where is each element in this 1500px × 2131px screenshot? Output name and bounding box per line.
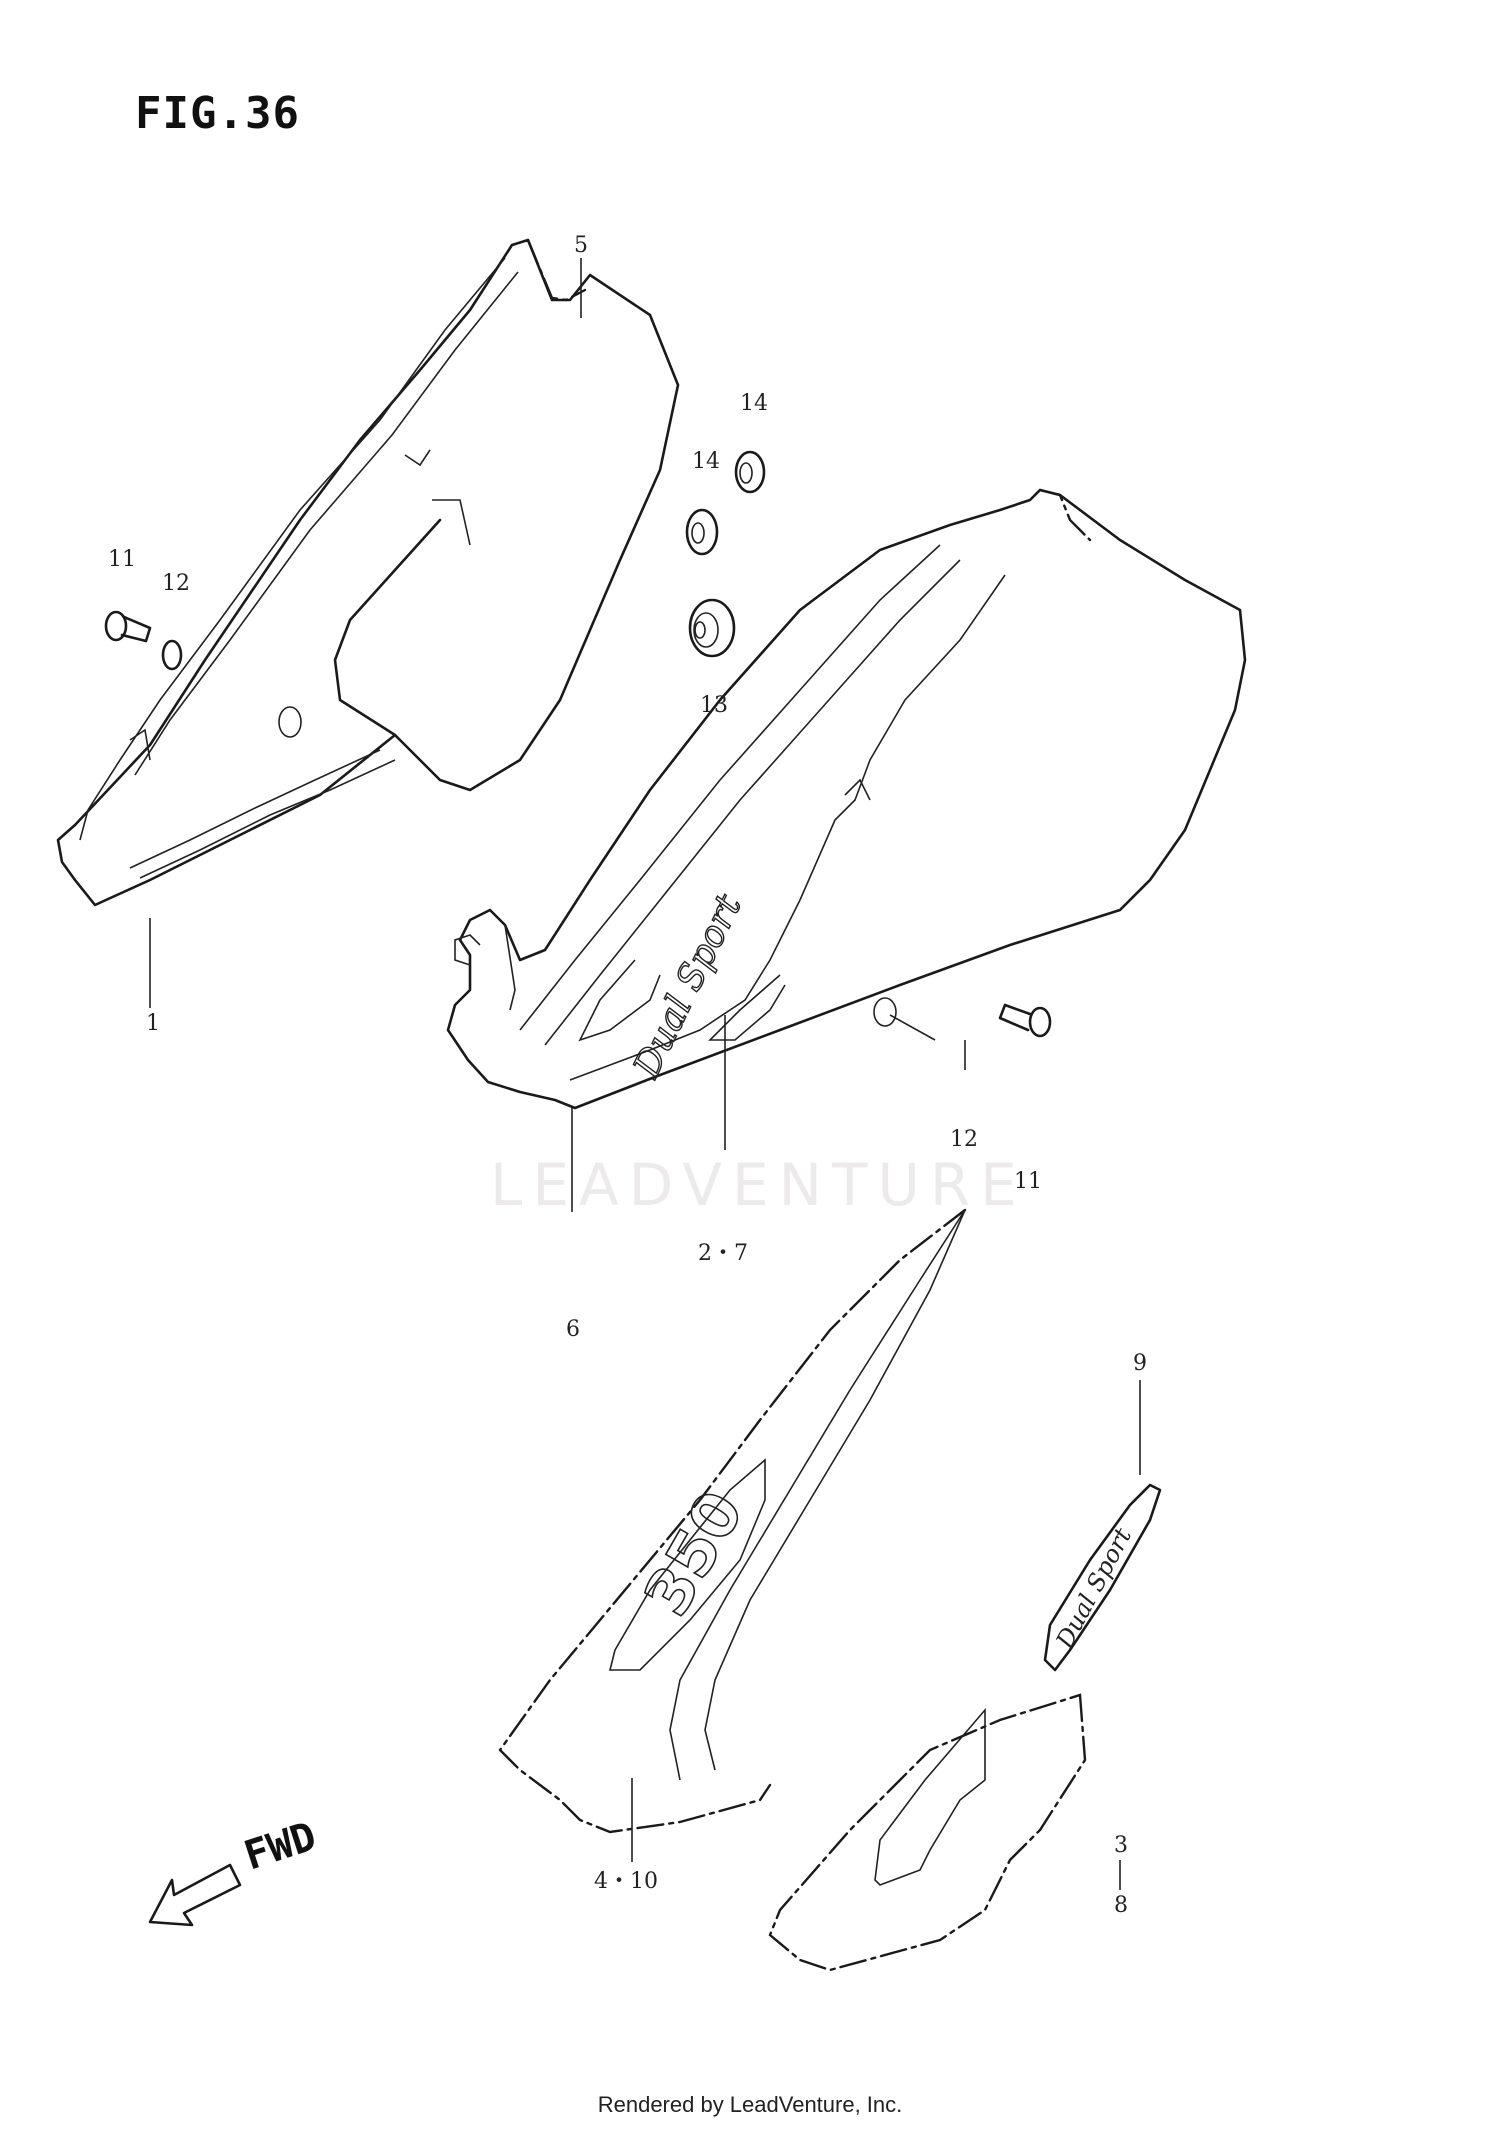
forward-direction-indicator: FWD	[148, 1813, 322, 1927]
callout-5: 5	[574, 233, 588, 258]
stripe-decal-4-10: 350	[498, 1208, 967, 1834]
forward-arrow-icon	[148, 1863, 242, 1927]
grommet-14-top	[734, 450, 766, 494]
figure-title: FIG.36	[135, 88, 300, 139]
bolt-11-right	[998, 1003, 1052, 1038]
frame-cover-right: Dual Sport	[446, 488, 1247, 1110]
callout-9: 9	[1133, 1351, 1147, 1376]
fwd-label: FWD	[239, 1813, 322, 1879]
model-number-decal: 350	[630, 1479, 758, 1628]
grommet-13	[688, 598, 736, 658]
callout-11-left: 11	[108, 547, 136, 572]
callout-1: 1	[146, 1011, 160, 1036]
callout-3: 3	[1114, 1833, 1128, 1858]
leader-lines	[149, 258, 1141, 1890]
callout-14-lower: 14	[692, 449, 720, 474]
render-credit: Rendered by LeadVenture, Inc.	[597, 2092, 903, 2117]
watermark-text: LEADVENTURE	[490, 1151, 1027, 1219]
panel-decal-3-8	[768, 1693, 1087, 1972]
callout-12-right: 12	[950, 1127, 978, 1152]
callout-12-left: 12	[162, 571, 190, 596]
callout-8: 8	[1114, 1893, 1128, 1918]
callout-13: 13	[700, 693, 728, 718]
callout-labels: 5 14 14 11 12 13 1 12 11 2・7 6 9 4・10 3 …	[108, 233, 1147, 1918]
bolt-11-left	[104, 610, 152, 643]
callout-2-7: 2・7	[698, 1241, 748, 1266]
callout-14-top: 14	[740, 391, 768, 416]
dual-sport-script-decal: Dual Sport	[626, 888, 750, 1085]
callout-11-right: 11	[1014, 1169, 1042, 1194]
emblem-script: Dual Sport	[1050, 1523, 1137, 1654]
washer-12-left	[161, 639, 183, 671]
emblem-decal-9: Dual Sport	[1043, 1483, 1162, 1672]
callout-4-10: 4・10	[594, 1869, 658, 1894]
grommet-14-lower	[685, 508, 719, 556]
callout-6: 6	[566, 1317, 580, 1342]
frame-cover-left	[56, 238, 680, 907]
